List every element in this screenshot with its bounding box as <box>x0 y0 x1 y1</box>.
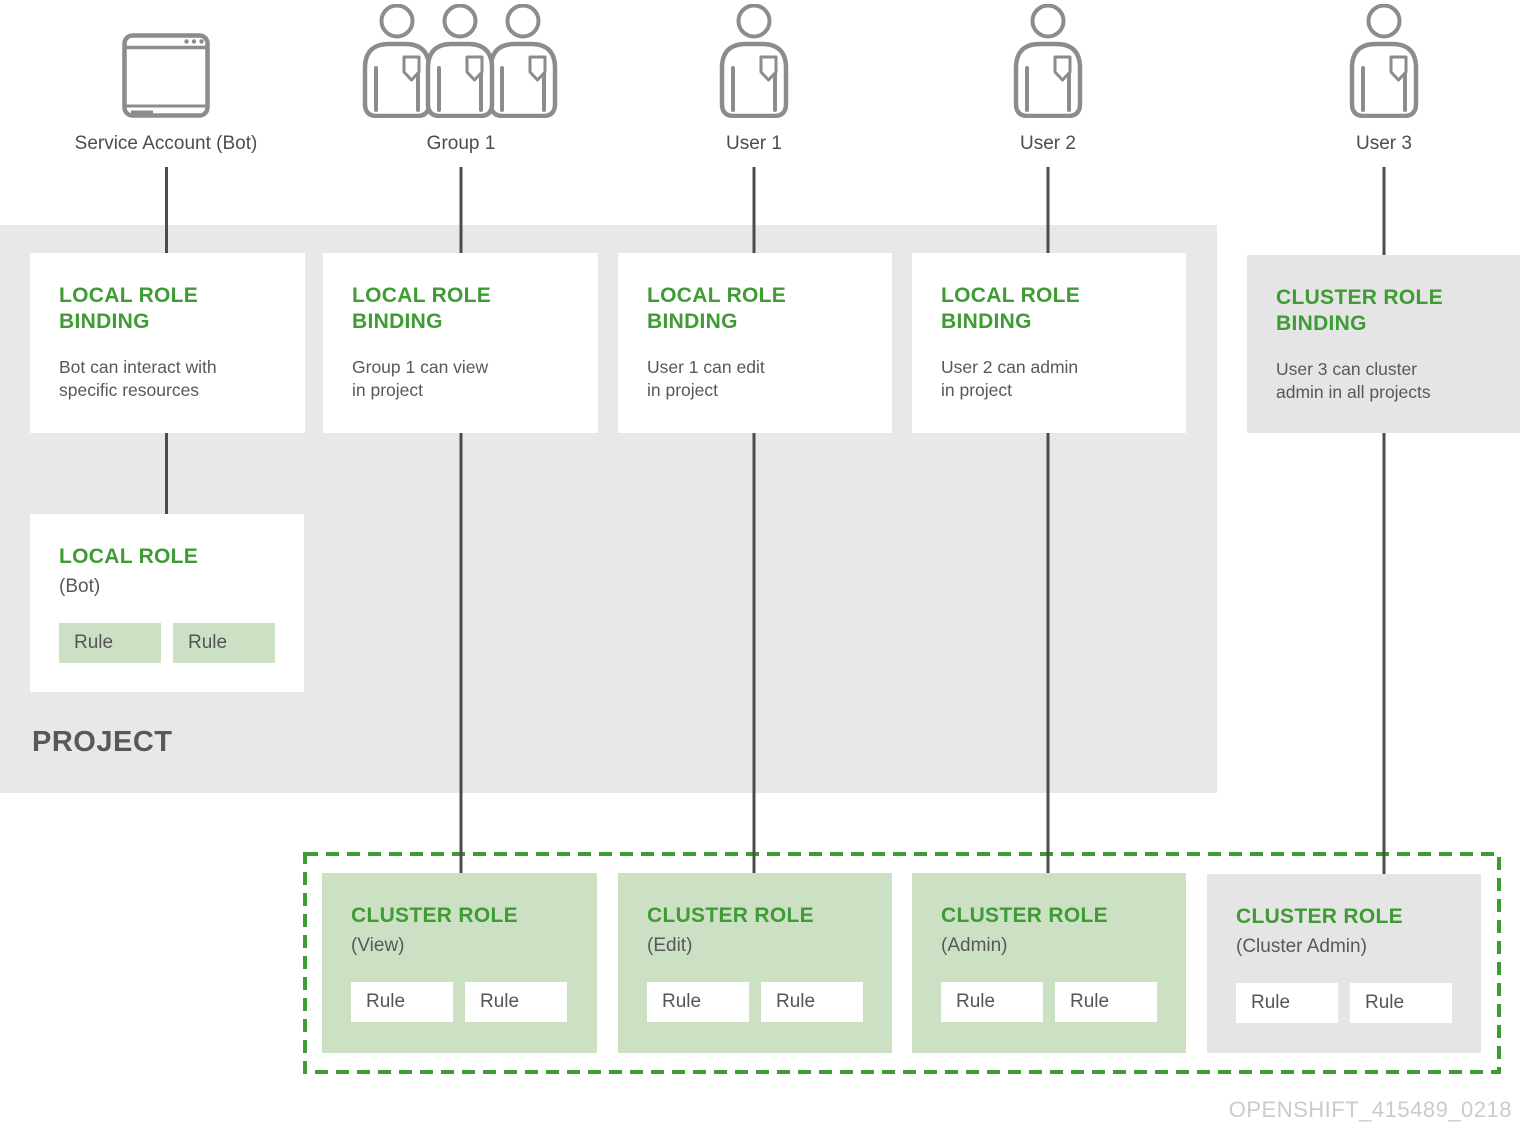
box-title: CLUSTER ROLE <box>351 904 518 927</box>
user-icon <box>1010 4 1086 118</box>
cluster-dashed-boundary <box>303 852 1501 1074</box>
box-title: CLUSTER ROLE BINDING <box>1276 286 1443 335</box>
rule-chip: Rule <box>647 982 749 1022</box>
rules-row: Rule Rule <box>351 982 575 1022</box>
box-title: CLUSTER ROLE <box>941 904 1108 927</box>
local-role-binding-box-user-2: LOCAL ROLE BINDING User 2 can admin in p… <box>912 253 1186 433</box>
entity-label-user-3: User 3 <box>1356 133 1412 154</box>
local-role-binding-box-user-1: LOCAL ROLE BINDING User 1 can edit in pr… <box>618 253 892 433</box>
entity-label-user-2: User 2 <box>1020 133 1076 154</box>
rule-chip: Rule <box>1055 982 1157 1022</box>
box-description: User 1 can edit in project <box>647 357 765 400</box>
box-title: LOCAL ROLE BINDING <box>647 284 787 333</box>
box-subtitle: (Bot) <box>59 576 101 597</box>
rule-chip: Rule <box>173 623 275 663</box>
entity-label-group-1: Group 1 <box>426 133 496 154</box>
local-role-binding-box-group-1: LOCAL ROLE BINDING Group 1 can view in p… <box>323 253 598 433</box>
user-icon <box>1346 4 1422 118</box>
rule-chip: Rule <box>941 982 1043 1022</box>
user-icon <box>716 4 792 118</box>
box-description: User 2 can admin in project <box>941 357 1079 400</box>
local-role-binding-box-bot: LOCAL ROLE BINDING Bot can interact with… <box>30 253 305 433</box>
rule-chip: Rule <box>1350 983 1452 1023</box>
watermark-text: OPENSHIFT_415489_0218 <box>1228 1097 1512 1122</box>
entity-label-user-1: User 1 <box>726 133 782 154</box>
box-title: LOCAL ROLE BINDING <box>59 284 199 333</box>
box-subtitle: (Cluster Admin) <box>1236 936 1367 957</box>
user-group-icon <box>359 4 561 118</box>
rules-row: Rule Rule <box>647 982 870 1022</box>
rules-row: Rule Rule <box>59 623 282 663</box>
box-title: LOCAL ROLE <box>59 545 199 568</box>
box-title: LOCAL ROLE BINDING <box>941 284 1081 333</box>
entity-label-service-account: Service Account (Bot) <box>74 133 258 154</box>
box-description: Group 1 can view in project <box>352 357 489 400</box>
box-subtitle: (View) <box>351 935 405 956</box>
box-title: CLUSTER ROLE <box>1236 905 1403 928</box>
box-subtitle: (Admin) <box>941 935 1008 956</box>
box-description: Bot can interact with specific resources <box>59 357 217 400</box>
cluster-role-box-edit: CLUSTER ROLE (Edit) Rule Rule <box>618 873 892 1053</box>
rule-chip: Rule <box>351 982 453 1022</box>
box-title: CLUSTER ROLE <box>647 904 814 927</box>
cluster-role-box-admin: CLUSTER ROLE (Admin) Rule Rule <box>912 873 1186 1053</box>
box-description: User 3 can cluster admin in all projects <box>1276 359 1431 402</box>
rule-chip: Rule <box>465 982 567 1022</box>
rule-chip: Rule <box>1236 983 1338 1023</box>
rule-chip: Rule <box>59 623 161 663</box>
rule-chip: Rule <box>761 982 863 1022</box>
rules-row: Rule Rule <box>1236 983 1459 1023</box>
cluster-role-box-view: CLUSTER ROLE (View) Rule Rule <box>322 873 597 1053</box>
cluster-role-box-cluster-admin: CLUSTER ROLE (Cluster Admin) Rule Rule <box>1207 874 1481 1053</box>
box-subtitle: (Edit) <box>647 935 693 956</box>
rules-row: Rule Rule <box>941 982 1164 1022</box>
cluster-role-binding-box-user-3: CLUSTER ROLE BINDING User 3 can cluster … <box>1247 255 1520 433</box>
browser-window-icon <box>122 33 210 118</box>
box-title: LOCAL ROLE BINDING <box>352 284 492 333</box>
project-label: PROJECT <box>32 726 173 758</box>
local-role-box-bot: LOCAL ROLE (Bot) Rule Rule <box>30 514 304 692</box>
